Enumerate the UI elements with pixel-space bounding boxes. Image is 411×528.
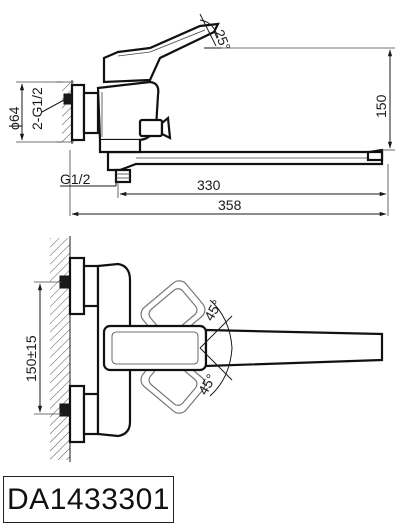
upper-nut — [82, 264, 100, 308]
side-view: 25° ϕ64 2-G1/2 150 G1/2 330 358 — [6, 13, 395, 217]
total-length-label: 358 — [218, 197, 242, 213]
angle-top-label: 25° — [211, 27, 234, 53]
connector-dark — [63, 93, 73, 105]
angle-upper-label: 45° — [201, 297, 225, 323]
wall-flange — [70, 83, 86, 142]
diverter-knob — [138, 118, 164, 138]
lower-flange — [68, 384, 86, 444]
lower-inlet-dark — [59, 403, 71, 417]
spout — [106, 148, 384, 172]
handle-main — [102, 324, 208, 372]
connection-label: 2-G1/2 — [29, 87, 45, 130]
inlet-thread — [114, 168, 132, 184]
wall-hatch-top — [62, 82, 72, 142]
lower-nut — [82, 392, 100, 436]
top-view: 150±15 45° 45° — [23, 236, 384, 462]
upper-flange — [68, 256, 86, 316]
wall-hatch-bottom — [50, 238, 70, 460]
spout-tip — [366, 150, 384, 162]
height-label: 150 — [373, 94, 389, 118]
center-distance-label: 150±15 — [23, 335, 39, 382]
model-code-box: DA1433301 — [3, 476, 174, 523]
lever-arm — [204, 328, 384, 368]
flange-nut — [82, 91, 100, 135]
model-code: DA1433301 — [7, 483, 170, 516]
spout-length-label: 330 — [197, 177, 221, 193]
diameter-label: ϕ64 — [6, 106, 22, 130]
lever-handle — [102, 22, 220, 84]
thread-label: G1/2 — [60, 171, 91, 187]
